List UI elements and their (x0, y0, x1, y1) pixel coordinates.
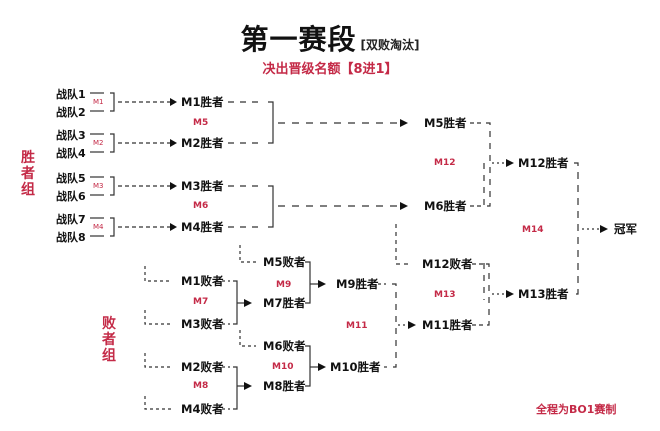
match-label-m6: M6 (193, 201, 209, 211)
node-m7-winner: M7胜者 (263, 296, 306, 310)
node-m5-winner: M5胜者 (424, 116, 467, 130)
m12-loser-drop (395, 224, 412, 265)
m10-bracket (305, 345, 318, 387)
match-label-m2: M2 (93, 139, 104, 147)
node-m5-loser: M5败者 (263, 255, 306, 269)
match-label-m13: M13 (434, 290, 456, 300)
node-m10-winner: M10胜者 (330, 360, 381, 374)
node-m2-loser: M2败者 (181, 360, 224, 374)
losers-group-label: 败者组 (102, 316, 116, 364)
team-3: 战队3 (56, 129, 86, 142)
m9-bracket (305, 261, 318, 304)
stage-subtitle: 决出晋级名额【8进1】 (262, 62, 398, 77)
node-m3-winner: M3胜者 (181, 179, 224, 193)
m5-loser-drop (239, 245, 256, 263)
node-m12-loser: M12败者 (422, 257, 473, 271)
match-label-m1: M1 (93, 98, 104, 106)
node-m4-winner: M4胜者 (181, 220, 224, 234)
m13-bracket (472, 263, 506, 326)
m6-loser-drop (239, 330, 256, 347)
node-m12-winner: M12胜者 (518, 156, 569, 170)
winners-group-label: 胜者组 (21, 150, 35, 198)
node-m1-winner: M1胜者 (181, 95, 224, 109)
m3-bracket (90, 176, 170, 196)
node-m8-winner: M8胜者 (263, 379, 306, 393)
m4-bracket (90, 217, 170, 237)
match-label-m5: M5 (193, 118, 209, 128)
m14-bracket (483, 162, 600, 300)
node-m1-loser: M1败者 (181, 274, 224, 288)
m1-bracket (90, 92, 170, 112)
m12-bracket (470, 122, 506, 207)
team-7: 战队7 (56, 213, 86, 226)
node-m2-winner: M2胜者 (181, 136, 224, 150)
match-label-m4: M4 (93, 223, 104, 231)
team-5: 战队5 (56, 172, 86, 185)
match-label-m14: M14 (522, 225, 544, 235)
team-1: 战队1 (56, 88, 86, 101)
match-label-m12: M12 (434, 158, 456, 168)
node-m9-winner: M9胜者 (336, 277, 379, 291)
match-label-m7: M7 (193, 297, 209, 307)
stage-format-note: [双败淘汰] (360, 38, 420, 52)
m11-bracket (378, 283, 408, 368)
node-champion: 冠军 (614, 222, 637, 236)
team-2: 战队2 (56, 106, 86, 119)
team-8: 战队8 (56, 231, 86, 244)
team-4: 战队4 (56, 147, 86, 160)
m7-bracket (144, 266, 244, 325)
node-m4-loser: M4败者 (181, 402, 224, 416)
node-m6-loser: M6败者 (263, 339, 306, 353)
m5-bracket (228, 101, 400, 144)
m2-bracket (90, 133, 170, 153)
node-m6-winner: M6胜者 (424, 199, 467, 213)
match-label-m8: M8 (193, 381, 209, 391)
format-note: 全程为BO1赛制 (536, 403, 617, 416)
team-6: 战队6 (56, 190, 86, 203)
match-label-m9: M9 (276, 280, 292, 290)
stage-title: 第一赛段 (240, 23, 357, 56)
node-m11-winner: M11胜者 (422, 318, 473, 332)
node-m13-winner: M13胜者 (518, 287, 569, 301)
node-m3-loser: M3败者 (181, 317, 224, 331)
page-title: 第一赛段[双败淘汰] (0, 18, 660, 58)
match-label-m3: M3 (93, 182, 104, 190)
m8-bracket (144, 353, 244, 410)
match-label-m11: M11 (346, 321, 368, 331)
arrowheads (170, 98, 608, 390)
m6-bracket (228, 185, 400, 228)
match-label-m10: M10 (272, 362, 294, 372)
